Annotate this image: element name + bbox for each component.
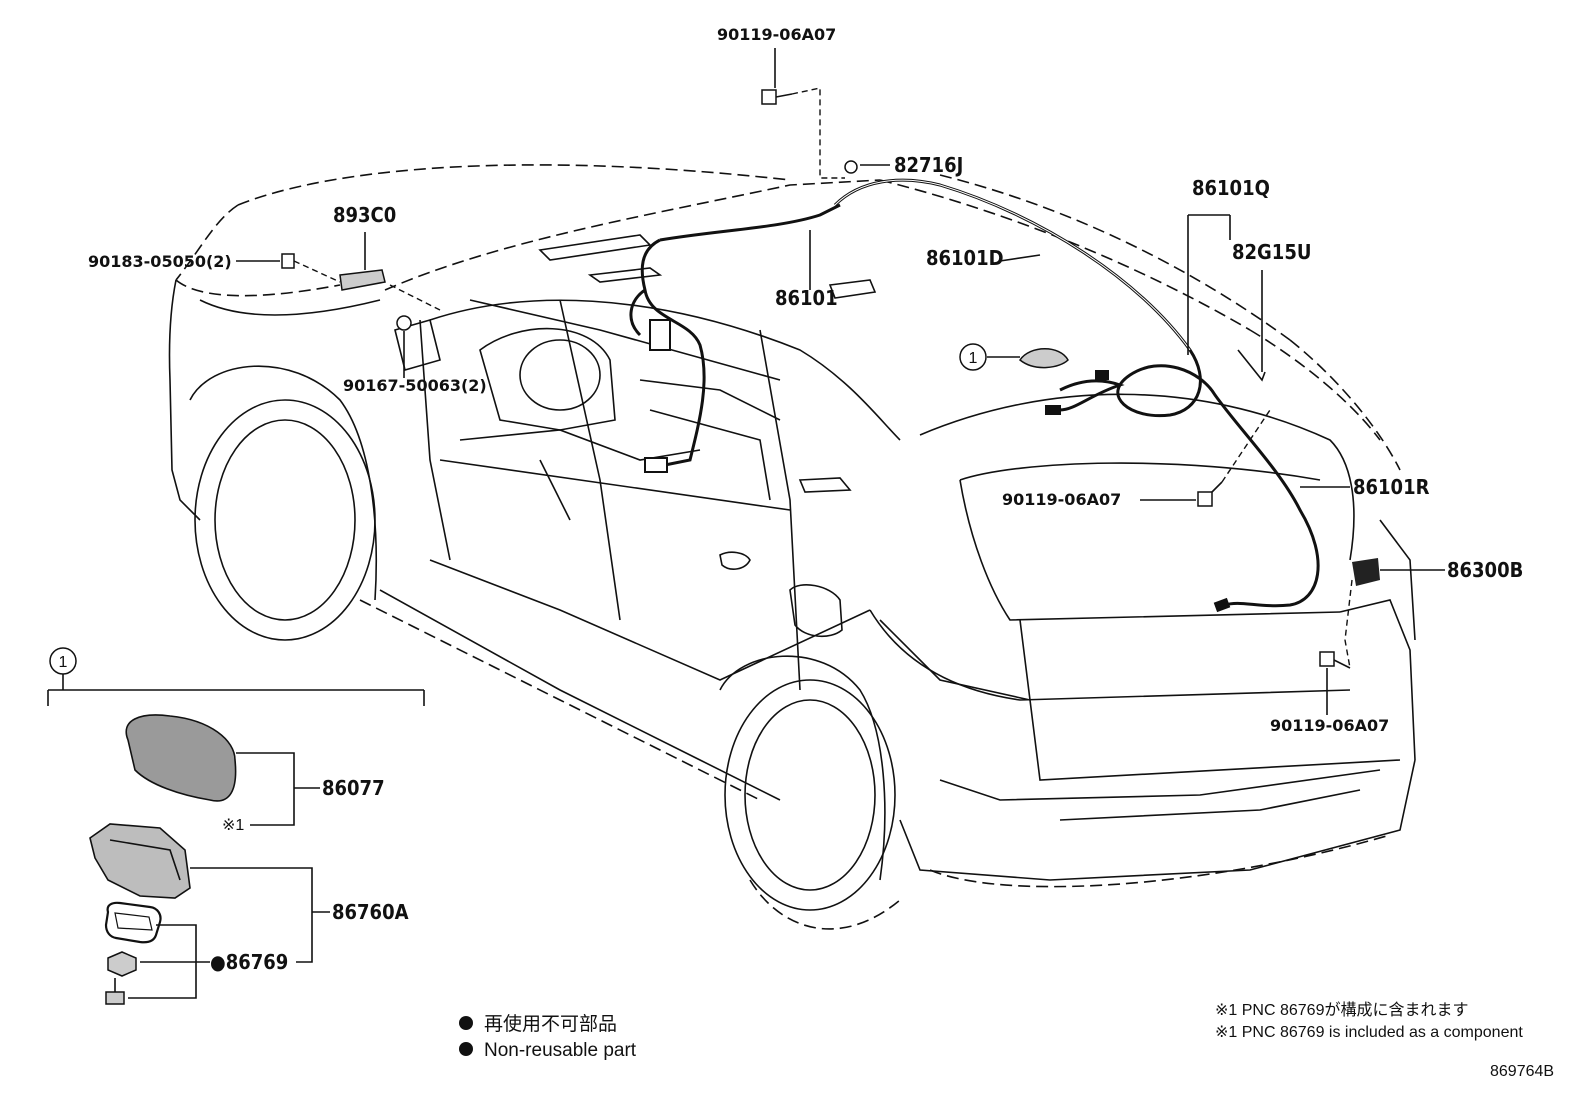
label-bolt-mid: 90119-06A07 (1002, 490, 1121, 509)
legend: 再使用不可部品 Non-reusable part (459, 1013, 637, 1061)
legend-jp: 再使用不可部品 (484, 1013, 617, 1035)
callout-circle-1-main: 1 (959, 343, 987, 371)
label-86769: ●86769 (210, 950, 288, 974)
leader-lines (47, 48, 1445, 999)
label-86300B: 86300B (1447, 558, 1523, 582)
label-82G15U: 82G15U (1232, 240, 1311, 264)
legend-en: Non-reusable part (484, 1040, 637, 1061)
label-90167: 90167-50063(2) (343, 376, 487, 395)
label-86101R: 86101R (1353, 475, 1430, 499)
label-86101: 86101 (775, 286, 838, 310)
label-86760A: 86760A (332, 900, 409, 924)
label-asterisk-1: ※1 (222, 817, 244, 834)
label-82716J: 82716J (894, 153, 963, 177)
label-86101D: 86101D (926, 246, 1004, 270)
svg-text:1: 1 (969, 350, 978, 367)
label-bolt-top: 90119-06A07 (717, 25, 836, 44)
legend-bullet-en (459, 1042, 473, 1056)
diagram-code: 869764B (1490, 1063, 1554, 1080)
legend-bullet-jp (459, 1016, 473, 1030)
vehicle-outline (168, 164, 1416, 930)
antenna-harness (281, 89, 1380, 669)
label-bolt-rear: 90119-06A07 (1270, 716, 1389, 735)
note-en: ※1 PNC 86769 is included as a component (1215, 1024, 1523, 1041)
note-jp: ※1 PNC 86769が構成に含まれます (1215, 1001, 1468, 1019)
svg-text:1: 1 (59, 654, 68, 671)
antenna-detail (89, 714, 237, 1005)
callout-circle-1-detail: 1 (49, 647, 77, 675)
label-86077: 86077 (322, 776, 385, 800)
label-90183: 90183-05050(2) (88, 252, 232, 271)
label-893C0: 893C0 (333, 203, 396, 227)
label-86101Q: 86101Q (1192, 176, 1270, 200)
